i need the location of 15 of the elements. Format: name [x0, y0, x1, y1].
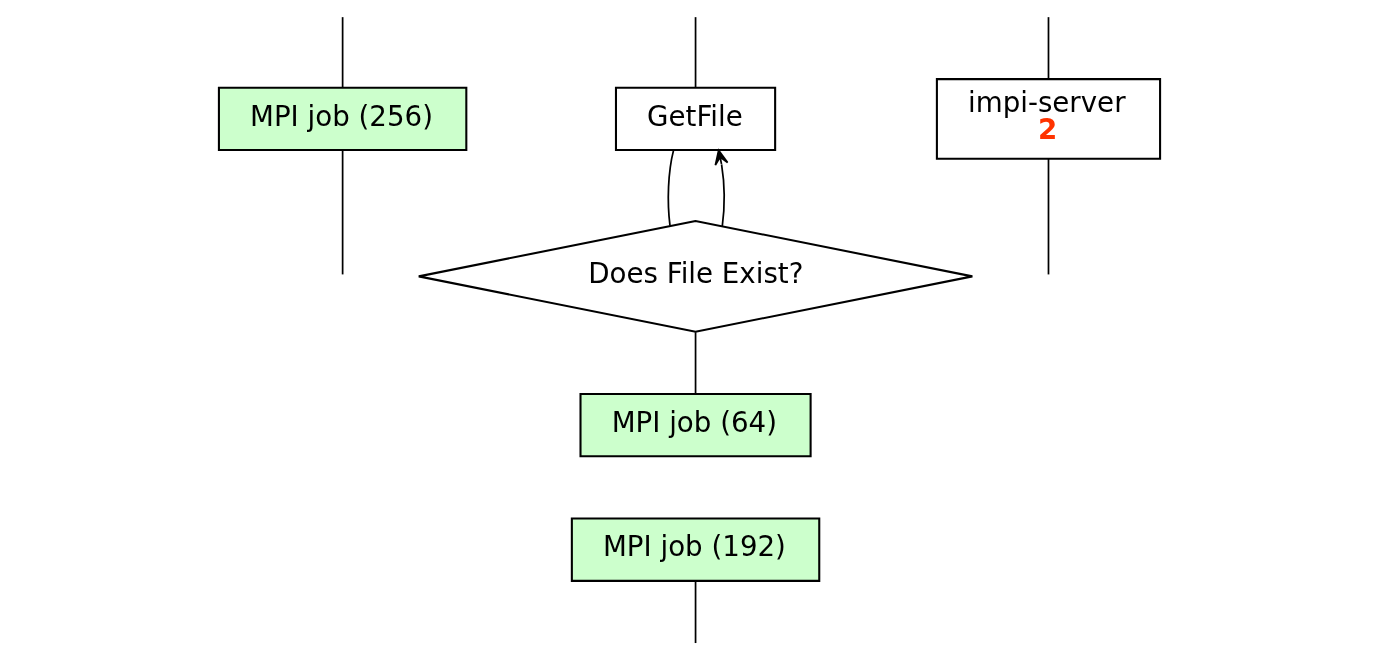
- node-box: MPI job (192): [570, 517, 821, 582]
- node-box: impi-server 2: [935, 78, 1162, 160]
- connector: [694, 331, 697, 395]
- node-box: MPI job (64): [579, 392, 812, 458]
- node-diamond: Does File Exist?: [417, 219, 974, 333]
- node-box: GetFile: [614, 86, 777, 152]
- connector: [694, 16, 697, 89]
- connector: [1047, 157, 1050, 276]
- connector: [341, 16, 344, 89]
- connector: [1047, 16, 1050, 80]
- connector: [341, 149, 344, 276]
- connector: [694, 580, 697, 644]
- arrow: [714, 149, 729, 228]
- connector: [667, 149, 675, 227]
- node-box: MPI job (256): [217, 86, 468, 152]
